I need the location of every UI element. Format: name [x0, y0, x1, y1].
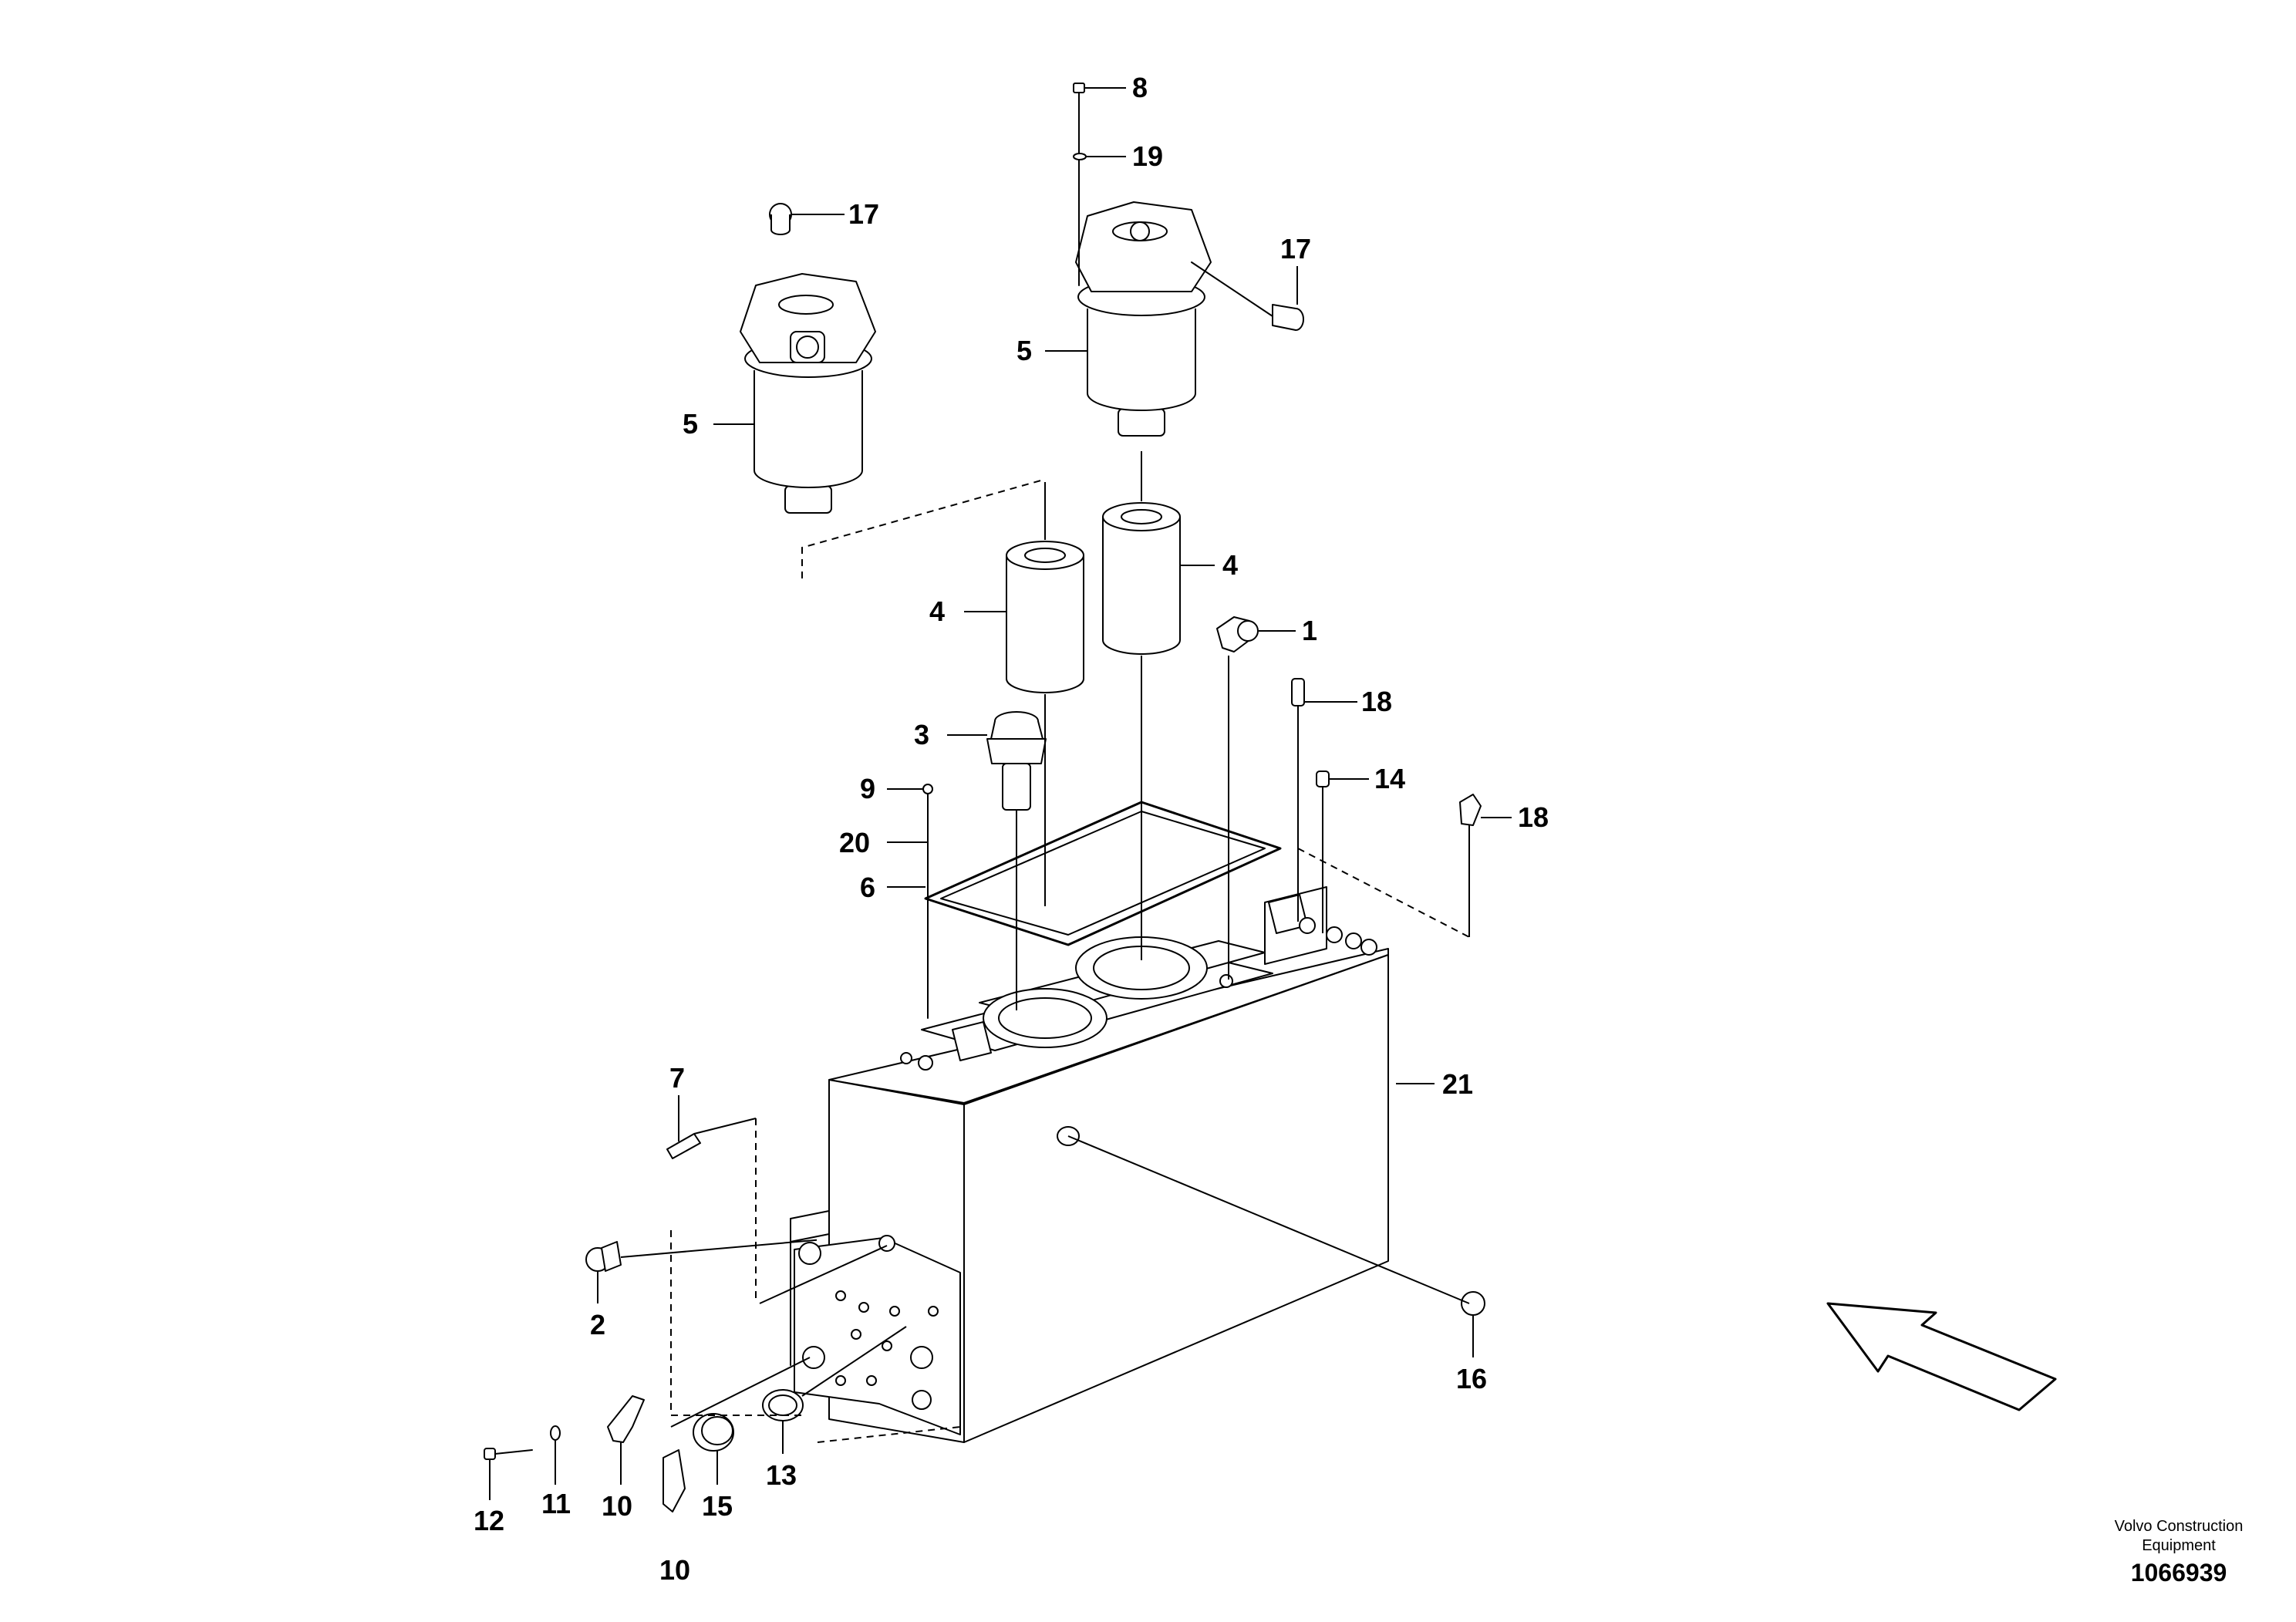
callout-1: 1 — [1302, 615, 1317, 646]
sensor-7 — [666, 1133, 701, 1159]
callout-10-upper: 10 — [602, 1490, 632, 1522]
callout-9: 9 — [860, 773, 875, 804]
callout-4-right: 4 — [1222, 549, 1238, 581]
breather — [986, 711, 1047, 811]
screw-8 — [1073, 83, 1085, 286]
callout-4-left: 4 — [929, 595, 945, 627]
callout-17-left: 17 — [848, 198, 879, 230]
brand-line-2: Equipment — [2142, 1537, 2216, 1554]
filter-housing-right — [1075, 201, 1304, 437]
screw-9 — [922, 784, 933, 1019]
washer-11 — [550, 1425, 561, 1441]
callout-20: 20 — [839, 827, 870, 858]
callout-11: 11 — [541, 1488, 571, 1519]
elbow-fitting-1 — [1216, 616, 1259, 653]
figure-number: 1066939 — [2131, 1559, 2227, 1587]
hydraulic-tank — [790, 886, 1389, 1443]
callout-5-right: 5 — [1017, 335, 1032, 366]
callout-2: 2 — [590, 1309, 605, 1340]
plug-14 — [1316, 771, 1330, 787]
washer-19 — [1073, 153, 1087, 160]
o-ring-13 — [762, 1389, 804, 1421]
bolt-12 — [484, 1448, 533, 1460]
callout-3: 3 — [914, 719, 929, 750]
callout-5-left: 5 — [683, 408, 698, 440]
callout-17-right: 17 — [1280, 233, 1311, 265]
callout-15: 15 — [702, 1490, 733, 1522]
callout-14: 14 — [1374, 763, 1405, 794]
clamp-10b — [663, 1449, 686, 1512]
filter-element-right — [1102, 502, 1181, 655]
callout-18-top: 18 — [1361, 686, 1392, 717]
gasket — [924, 801, 1282, 946]
brand-line-1: Volvo Construction — [2115, 1518, 2244, 1535]
callout-12: 12 — [474, 1505, 504, 1536]
callout-16: 16 — [1456, 1363, 1487, 1394]
callout-19: 19 — [1132, 140, 1163, 172]
callout-18-right: 18 — [1518, 801, 1549, 833]
plug-2 — [585, 1241, 622, 1272]
filter-element-left — [1006, 541, 1084, 693]
clamp-10a — [607, 1395, 645, 1443]
direction-arrow-icon — [1826, 1302, 2057, 1411]
elbow-fitting-18b — [1459, 794, 1482, 826]
plug-16 — [1461, 1291, 1485, 1316]
callout-8: 8 — [1132, 72, 1148, 103]
filter-housing-left — [740, 203, 876, 514]
callout-13: 13 — [766, 1459, 797, 1491]
callout-21: 21 — [1442, 1068, 1473, 1100]
callout-10-lower: 10 — [659, 1554, 690, 1586]
callout-7: 7 — [669, 1062, 685, 1094]
fitting-18a — [1291, 678, 1305, 706]
callout-6: 6 — [860, 872, 875, 903]
cover-15 — [693, 1413, 734, 1452]
